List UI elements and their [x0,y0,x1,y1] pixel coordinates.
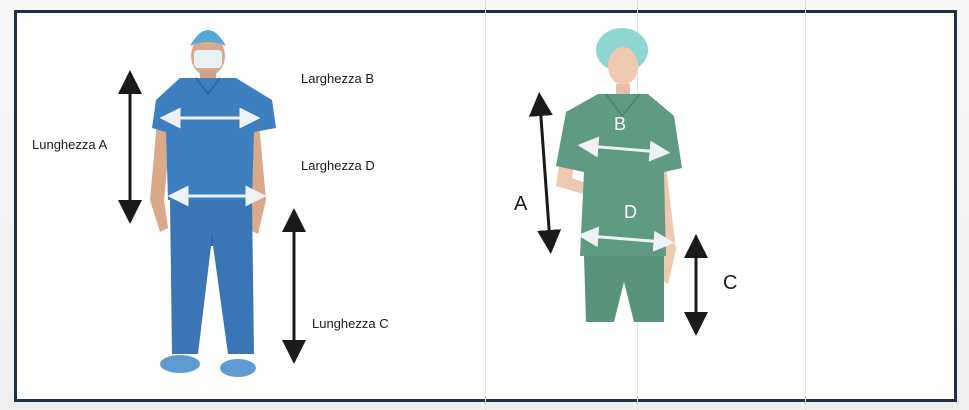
label-larghezza-b: Larghezza B [301,71,374,86]
label-a: A [514,193,527,216]
label-lunghezza-c: Lunghezza C [312,316,389,331]
male-figure [150,30,276,377]
label-d: D [624,202,637,223]
label-larghezza-d: Larghezza D [301,158,375,173]
label-b: B [614,114,626,135]
label-c: C [723,272,737,295]
length-a-arrow [540,104,550,242]
label-lunghezza-a: Lunghezza A [32,137,107,152]
female-figure [556,28,682,322]
